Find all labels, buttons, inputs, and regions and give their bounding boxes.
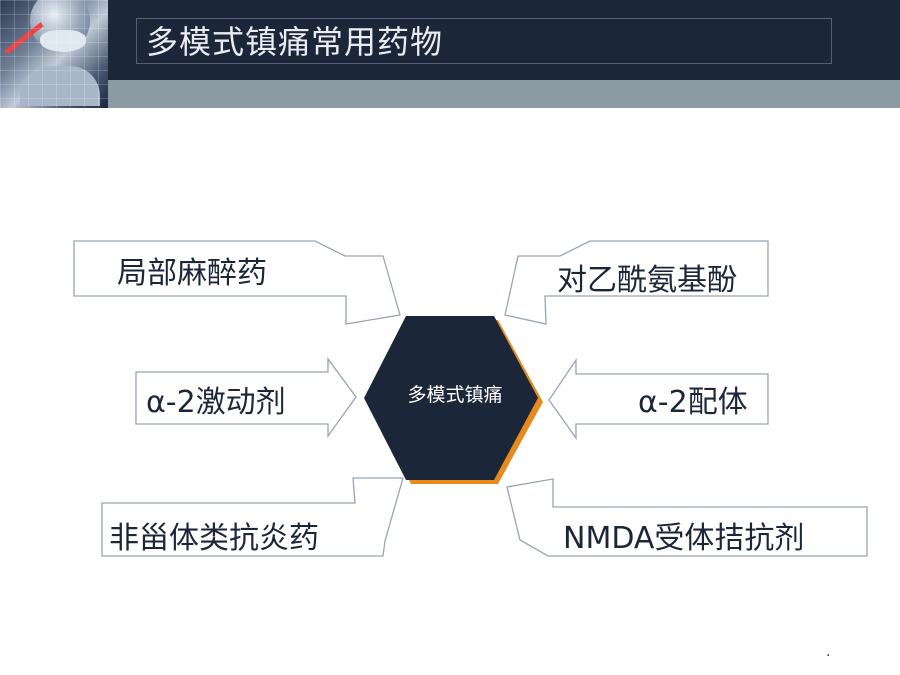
label-acetaminophen: 对乙酰氨基酚: [557, 263, 737, 298]
header-gray-band: [0, 80, 900, 108]
arrow-local-anesthetic: [73, 240, 401, 325]
label-local-anesthetic: 局部麻醉药: [117, 256, 267, 291]
label-alpha2-ligand: α-2配体: [638, 385, 748, 420]
arrow-alpha2-agonist: [135, 357, 357, 439]
arrow-alpha2-ligand: [548, 357, 769, 441]
slide-title: 多模式镇痛常用药物: [146, 23, 444, 61]
arrow-nmda: [506, 478, 868, 557]
title-frame: [136, 18, 832, 64]
hexagon-center: [364, 316, 538, 480]
label-alpha2-agonist: α-2激动剂: [146, 385, 286, 420]
arrow-acetaminophen: [504, 240, 769, 325]
center-label: 多模式镇痛: [407, 384, 503, 406]
label-nmda: NMDA受体拮抗剂: [563, 521, 805, 556]
footer-mark: .: [826, 644, 831, 660]
doctor-syringe-photo: [0, 0, 108, 108]
label-nsaids: 非甾体类抗炎药: [109, 521, 319, 556]
arrow-nsaids: [101, 477, 404, 557]
header-top-bar: [0, 0, 900, 80]
